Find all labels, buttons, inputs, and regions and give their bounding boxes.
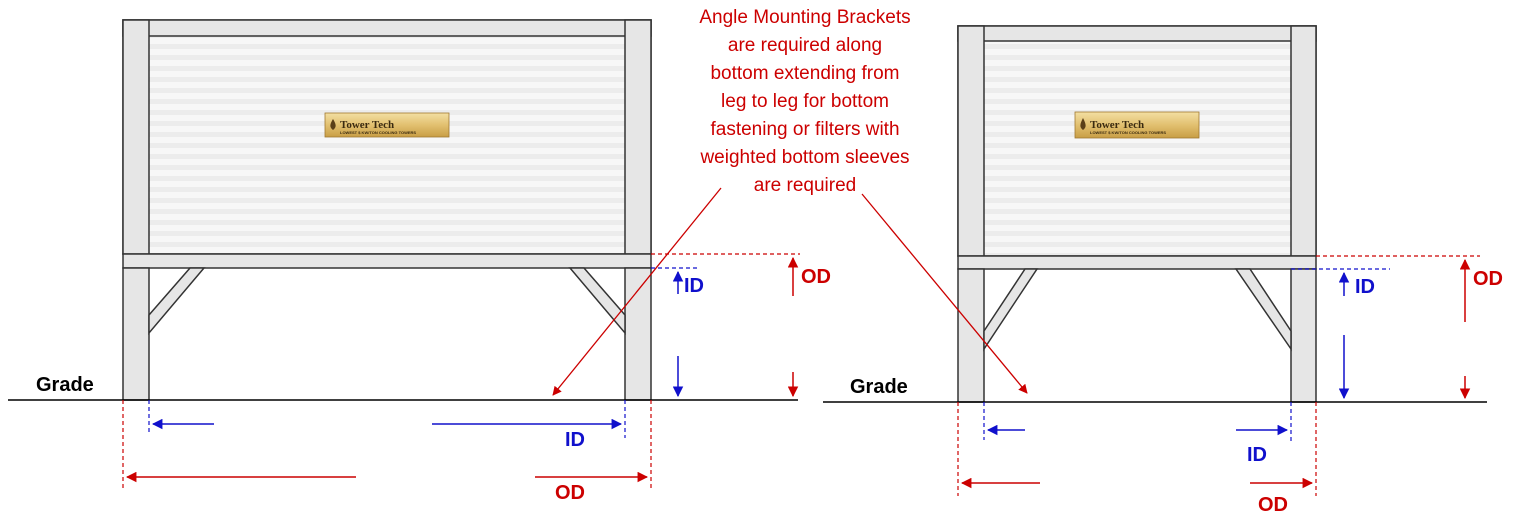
left-tower-right-brace: [568, 267, 626, 336]
left-od-width: OD: [122, 400, 652, 504]
left-tower-base-beam: [122, 253, 652, 269]
right-id-height: ID: [1291, 268, 1390, 400]
left-grade-label: Grade: [36, 374, 94, 396]
water-drop-icon: [330, 119, 336, 130]
left-id-height-label: ID: [684, 275, 704, 297]
right-tower-right-post: [1290, 25, 1317, 257]
note-line-3: bottom extending from: [710, 63, 899, 84]
left-id-height: ID: [651, 267, 704, 398]
note-line-6: weighted bottom sleeves: [699, 147, 909, 168]
right-tower-top-cap: [957, 25, 1317, 42]
left-tower-logo: Tower Tech LOWEST $ KW/TON COOLING TOWER…: [324, 112, 450, 138]
logo-tagline: LOWEST $ KW/TON COOLING TOWERS: [1090, 130, 1166, 135]
logo-brand: Tower Tech: [1090, 119, 1144, 131]
right-id-width-label: ID: [1247, 444, 1267, 466]
right-od-height: OD: [1316, 255, 1503, 400]
note-line-2: are required along: [728, 35, 882, 56]
left-id-width: ID: [148, 400, 626, 451]
note-pointer-right: [861, 193, 1028, 394]
right-id-height-label: ID: [1355, 276, 1375, 298]
left-tower-left-post: [122, 19, 150, 255]
right-od-height-label: OD: [1473, 268, 1503, 290]
left-od-width-label: OD: [555, 482, 585, 504]
bracket-note: Angle Mounting Brackets are required alo…: [552, 7, 1028, 396]
left-tower-left-brace: [148, 267, 206, 336]
right-od-width-label: OD: [1258, 494, 1288, 516]
left-tower-right-leg: [624, 267, 652, 401]
right-id-width: ID: [983, 402, 1292, 466]
left-id-width-label: ID: [565, 429, 585, 451]
water-drop-icon: [1080, 118, 1086, 130]
right-tower-base-beam: [957, 255, 1317, 270]
left-tower: Tower Tech LOWEST $ KW/TON COOLING TOWER…: [122, 19, 652, 401]
right-tower-left-brace: [983, 268, 1039, 352]
right-tower-right-leg: [1290, 268, 1317, 403]
right-od-width: OD: [957, 402, 1317, 516]
left-tower-right-post: [624, 19, 652, 255]
right-grade-label: Grade: [850, 376, 908, 398]
note-pointer-left: [552, 187, 722, 396]
right-tower-left-post: [957, 25, 985, 257]
note-line-4: leg to leg for bottom: [721, 91, 889, 112]
right-tower: Tower Tech LOWEST $ KW/TON COOLING TOWER…: [957, 25, 1317, 403]
right-tower-right-brace: [1234, 268, 1292, 352]
logo-brand: Tower Tech: [340, 119, 394, 131]
note-line-7: are required: [754, 175, 856, 196]
right-tower-casing: [957, 25, 1317, 257]
right-tower-logo: Tower Tech LOWEST $ KW/TON COOLING TOWER…: [1074, 111, 1200, 139]
note-line-1: Angle Mounting Brackets: [699, 7, 910, 28]
left-tower-left-leg: [122, 267, 150, 401]
note-line-5: fastening or filters with: [710, 119, 899, 140]
left-od-height: OD: [651, 253, 831, 398]
logo-tagline: LOWEST $ KW/TON COOLING TOWERS: [340, 130, 416, 135]
left-od-height-label: OD: [801, 266, 831, 288]
left-tower-top-cap: [122, 19, 652, 37]
